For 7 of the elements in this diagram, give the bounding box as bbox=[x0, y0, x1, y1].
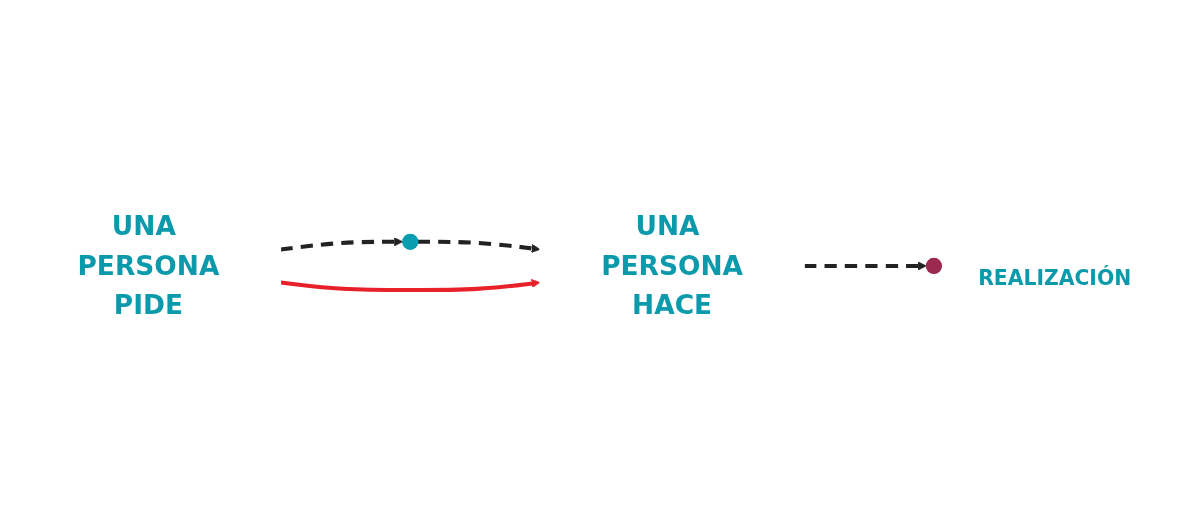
node-text: UNA PERSONA PIDE bbox=[77, 210, 220, 321]
arrow bbox=[804, 261, 927, 271]
node-label: REALIZACIÓN bbox=[978, 265, 1132, 290]
node-star bbox=[402, 233, 419, 250]
node-star bbox=[925, 257, 943, 275]
arrow bbox=[280, 237, 404, 252]
node-text: UNA PERSONA HACE bbox=[601, 210, 744, 321]
